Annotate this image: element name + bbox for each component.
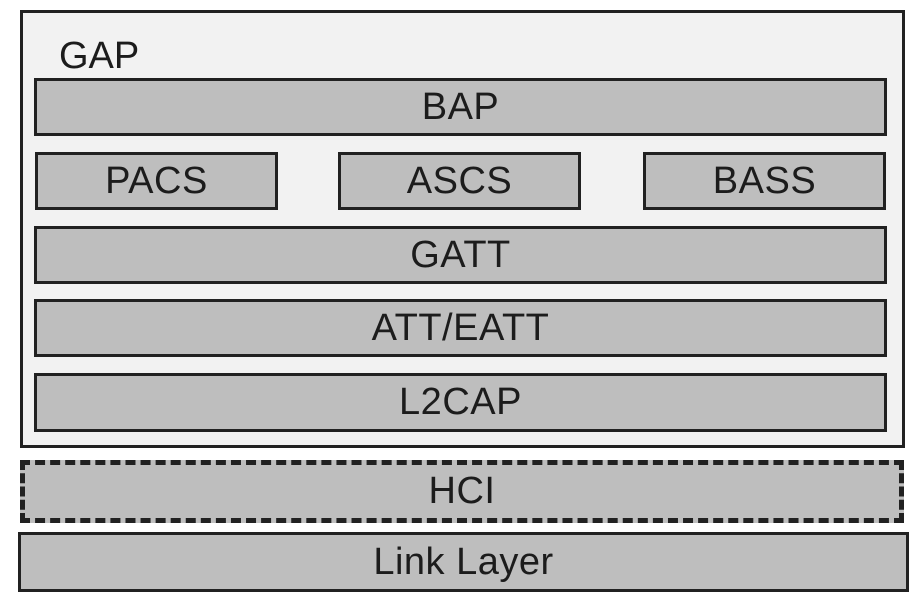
layer-ascs: ASCS (338, 152, 581, 210)
gap-label: GAP (59, 35, 140, 77)
layer-hci: HCI (20, 460, 904, 523)
layer-att-eatt: ATT/EATT (34, 299, 887, 357)
layer-bass: BASS (643, 152, 886, 210)
layer-link-layer: Link Layer (18, 532, 909, 592)
layer-gatt: GATT (34, 226, 887, 284)
layer-pacs: PACS (35, 152, 278, 210)
layer-l2cap: L2CAP (34, 373, 887, 432)
layer-bap: BAP (34, 78, 887, 136)
